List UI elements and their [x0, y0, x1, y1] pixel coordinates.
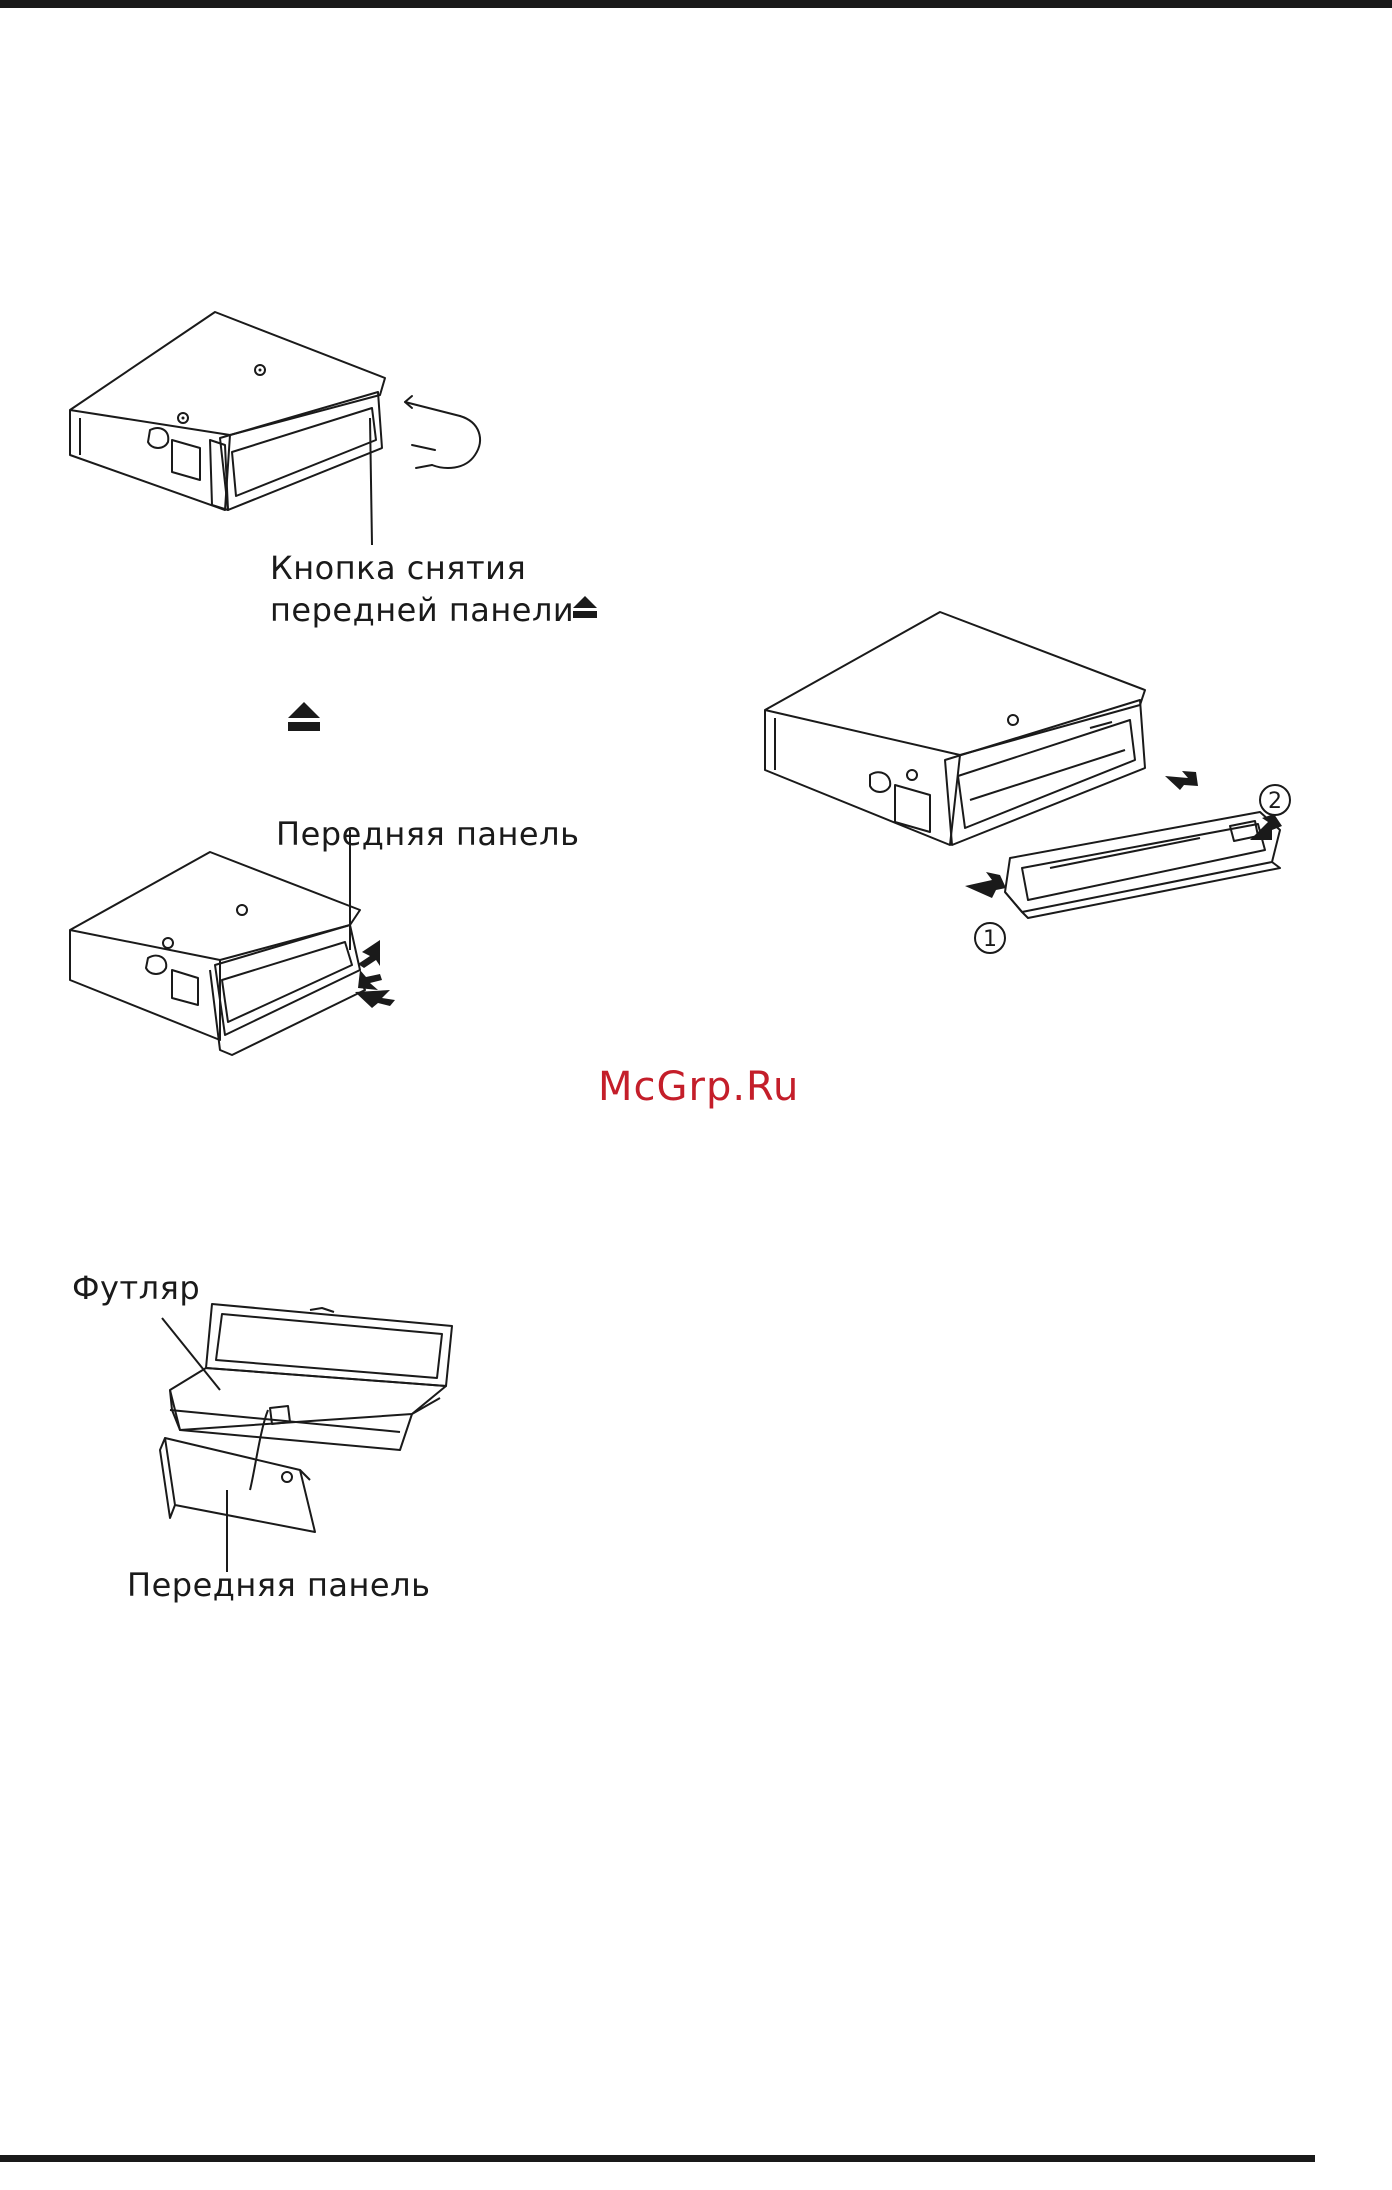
figure-unit-release-button [60, 300, 500, 550]
bottom-rule [0, 2155, 1315, 2162]
eject-icon [570, 594, 600, 620]
figure-case [100, 1290, 480, 1590]
watermark: McGrp.Ru [598, 1064, 799, 1110]
step-2-label: 2 [1268, 789, 1282, 814]
figure-panel-removal [60, 840, 440, 1070]
top-rule [0, 0, 1392, 8]
eject-icon [284, 700, 324, 734]
figure-panel-reattach: 2 1 [760, 600, 1320, 970]
step-1-label: 1 [983, 927, 997, 952]
front-panel-label-bottom: Передняя панель [127, 1565, 430, 1605]
release-button-label-line2: передней панели [270, 590, 574, 630]
release-button-label-line1: Кнопка снятия [270, 548, 526, 588]
